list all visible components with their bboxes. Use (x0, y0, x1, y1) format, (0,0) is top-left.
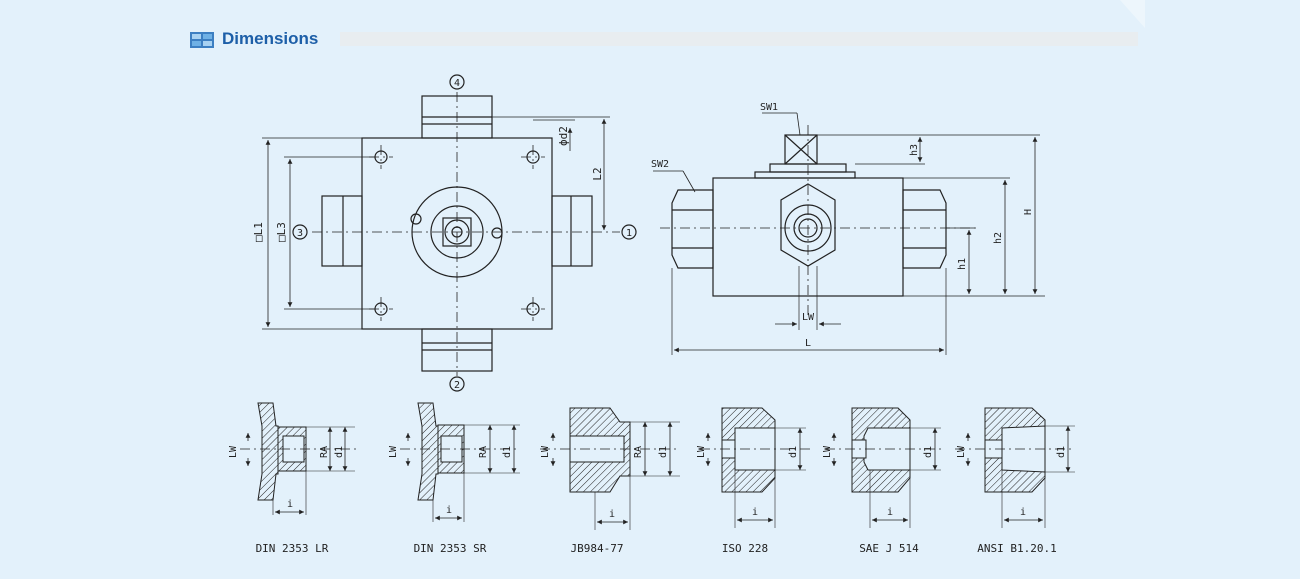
conn1-i: i (287, 499, 293, 510)
dim-l3: □L3 (275, 222, 288, 242)
section-title: Dimensions (222, 29, 319, 48)
connection-name: ANSI B1.20.1 (977, 542, 1056, 555)
conn6-lw: LW (956, 445, 967, 458)
side-view (653, 112, 1045, 355)
chart-icon (190, 32, 214, 48)
connection-name: DIN 2353 SR (414, 542, 487, 555)
conn2-ra: RA (478, 446, 489, 458)
port-2-label: 2 (454, 380, 460, 391)
dim-d2: ϕd2 (557, 126, 570, 146)
connection-name: DIN 2353 LR (256, 542, 329, 555)
dim-h3: h3 (909, 144, 920, 156)
port-3-nut (321, 195, 363, 267)
conn6-i: i (1020, 507, 1026, 518)
conn4-i: i (752, 507, 758, 518)
connection-name: ISO 228 (722, 542, 768, 555)
conn5-i: i (887, 507, 893, 518)
dim-h: H (1023, 209, 1034, 215)
dim-sw1: SW1 (760, 102, 778, 113)
dim-l: L (805, 338, 811, 349)
dim-h1: h1 (957, 258, 968, 270)
conn3-ra: RA (633, 446, 644, 458)
right-nut (902, 189, 947, 269)
port-3-marker (292, 224, 308, 240)
conn2-i: i (446, 505, 452, 516)
port-1-nut (551, 195, 593, 267)
port-2-marker (449, 376, 465, 392)
conn3-i: i (609, 509, 615, 520)
conn4-lw: LW (696, 445, 707, 458)
dim-l1: □L1 (252, 222, 265, 242)
dim-h2: h2 (993, 232, 1004, 244)
connection-name: JB984-77 (571, 542, 624, 555)
sw1-square (784, 134, 818, 165)
connection-ansi-b1-20-1 (955, 407, 1075, 528)
conn3-d1: d1 (658, 446, 669, 458)
connection-iso-228 (700, 407, 810, 528)
connection-din-2353-lr (240, 402, 360, 515)
section-header-bar (340, 32, 1138, 46)
conn6-d1: d1 (1056, 446, 1067, 458)
conn4-d1: d1 (788, 446, 799, 458)
conn5-lw: LW (822, 445, 833, 458)
dim-l2: L2 (591, 167, 604, 180)
connection-din-2353-sr (400, 402, 520, 522)
conn2-lw: LW (388, 445, 399, 458)
sw2-nut (671, 189, 714, 269)
conn1-lw: LW (228, 445, 239, 458)
connection-sae-j-514 (825, 407, 945, 528)
conn2-d1: d1 (502, 446, 513, 458)
port-3-label: 3 (297, 228, 303, 239)
conn3-lw: LW (540, 445, 551, 458)
conn1-d1: d1 (334, 446, 345, 458)
port-1-label: 1 (626, 228, 632, 239)
conn5-d1: d1 (923, 446, 934, 458)
dim-lw: LW (802, 312, 815, 323)
connection-name: SAE J 514 (859, 542, 919, 555)
corner-decoration (1120, 0, 1145, 28)
port-1-marker (621, 224, 637, 240)
conn1-ra: RA (319, 446, 330, 458)
top-view (262, 74, 637, 392)
port-4-marker (449, 74, 465, 90)
dim-sw2: SW2 (651, 159, 669, 170)
port-4-label: 4 (454, 78, 460, 89)
connection-jb984-77 (540, 407, 680, 530)
